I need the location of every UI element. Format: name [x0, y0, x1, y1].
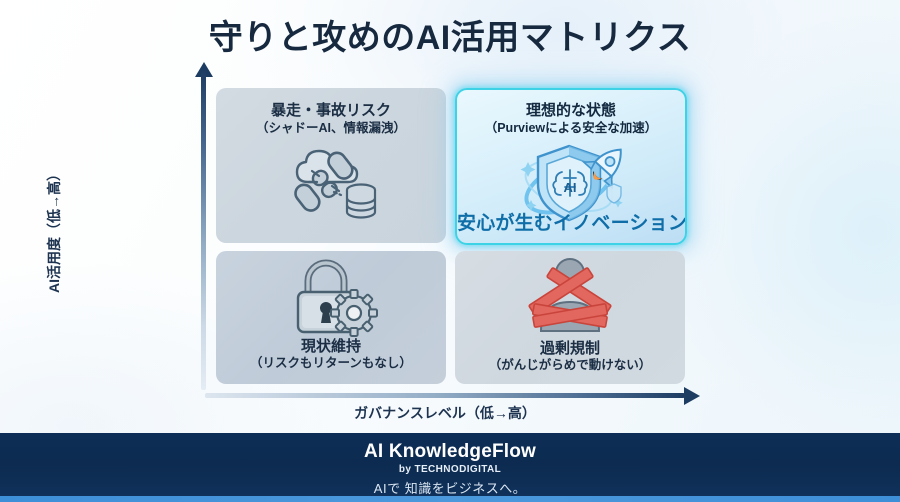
x-axis-label: ガバナンスレベル（低→高） — [354, 405, 536, 421]
y-axis-label: AI活用度（低→高） — [46, 167, 62, 293]
quadrant-top-left-text: 暴走・事故リスク （シャドーAI、情報漏洩） — [216, 88, 446, 136]
shield-ai-rocket-icon: AI — [457, 140, 685, 224]
quadrant-bottom-right-title: 過剰規制 — [539, 339, 600, 357]
footer-brand: AI KnowledgeFlow — [363, 441, 537, 462]
quadrant-top-left[interactable]: 暴走・事故リスク （シャドーAI、情報漏洩） — [216, 88, 446, 243]
quadrant-top-right-highlight: 安心が生むイノベーション — [457, 213, 687, 234]
quadrant-bottom-left[interactable]: 現状維持 （リスクもリターンもなし） — [216, 251, 446, 384]
x-axis-arrow-icon — [684, 387, 700, 405]
footer-bar: AI KnowledgeFlow by TECHNODIGITAL AIで 知識… — [0, 433, 900, 502]
y-axis-arrow-icon — [195, 62, 213, 77]
quadrant-bottom-left-title: 現状維持 — [300, 337, 361, 355]
footer-tagline: AIで 知識をビジネスへ。 — [373, 481, 527, 496]
quadrant-top-left-subtitle: （シャドーAI、情報漏洩） — [255, 120, 406, 135]
quadrant-bottom-left-text: 現状維持 （リスクもリターンもなし） — [216, 338, 446, 372]
quadrant-bottom-right-text: 過剰規制 （がんじがらめで動けない） — [455, 340, 685, 374]
bound-person-red-tape-icon — [455, 255, 685, 337]
quadrant-bottom-right-subtitle: （がんじがらめで動けない） — [488, 358, 652, 373]
x-axis-line — [205, 393, 685, 398]
quadrant-top-right-title: 理想的な状態 — [525, 102, 616, 119]
quadrant-top-right-text: 理想的な状態 （Purviewによる安全な加速） — [457, 90, 685, 136]
svg-text:AI: AI — [564, 180, 577, 195]
page-title: 守りと攻めのAI活用マトリクス — [208, 19, 692, 57]
lock-gear-icon — [216, 259, 446, 337]
quadrant-top-right[interactable]: 理想的な状態 （Purviewによる安全な加速） AI — [455, 88, 687, 245]
footer-accent-strip — [0, 496, 900, 502]
quadrant-bottom-left-subtitle: （リスクもリターンもなし） — [250, 356, 412, 371]
y-axis-line — [201, 70, 206, 390]
quadrant-top-right-subtitle: （Purviewによる安全な加速） — [484, 120, 658, 135]
quadrant-bottom-right[interactable]: 過剰規制 （がんじがらめで動けない） — [455, 251, 685, 384]
quadrant-top-left-title: 暴走・事故リスク — [270, 102, 391, 119]
footer-byline: by TECHNODIGITAL — [398, 464, 502, 475]
cloud-broken-chain-database-icon — [216, 140, 446, 226]
